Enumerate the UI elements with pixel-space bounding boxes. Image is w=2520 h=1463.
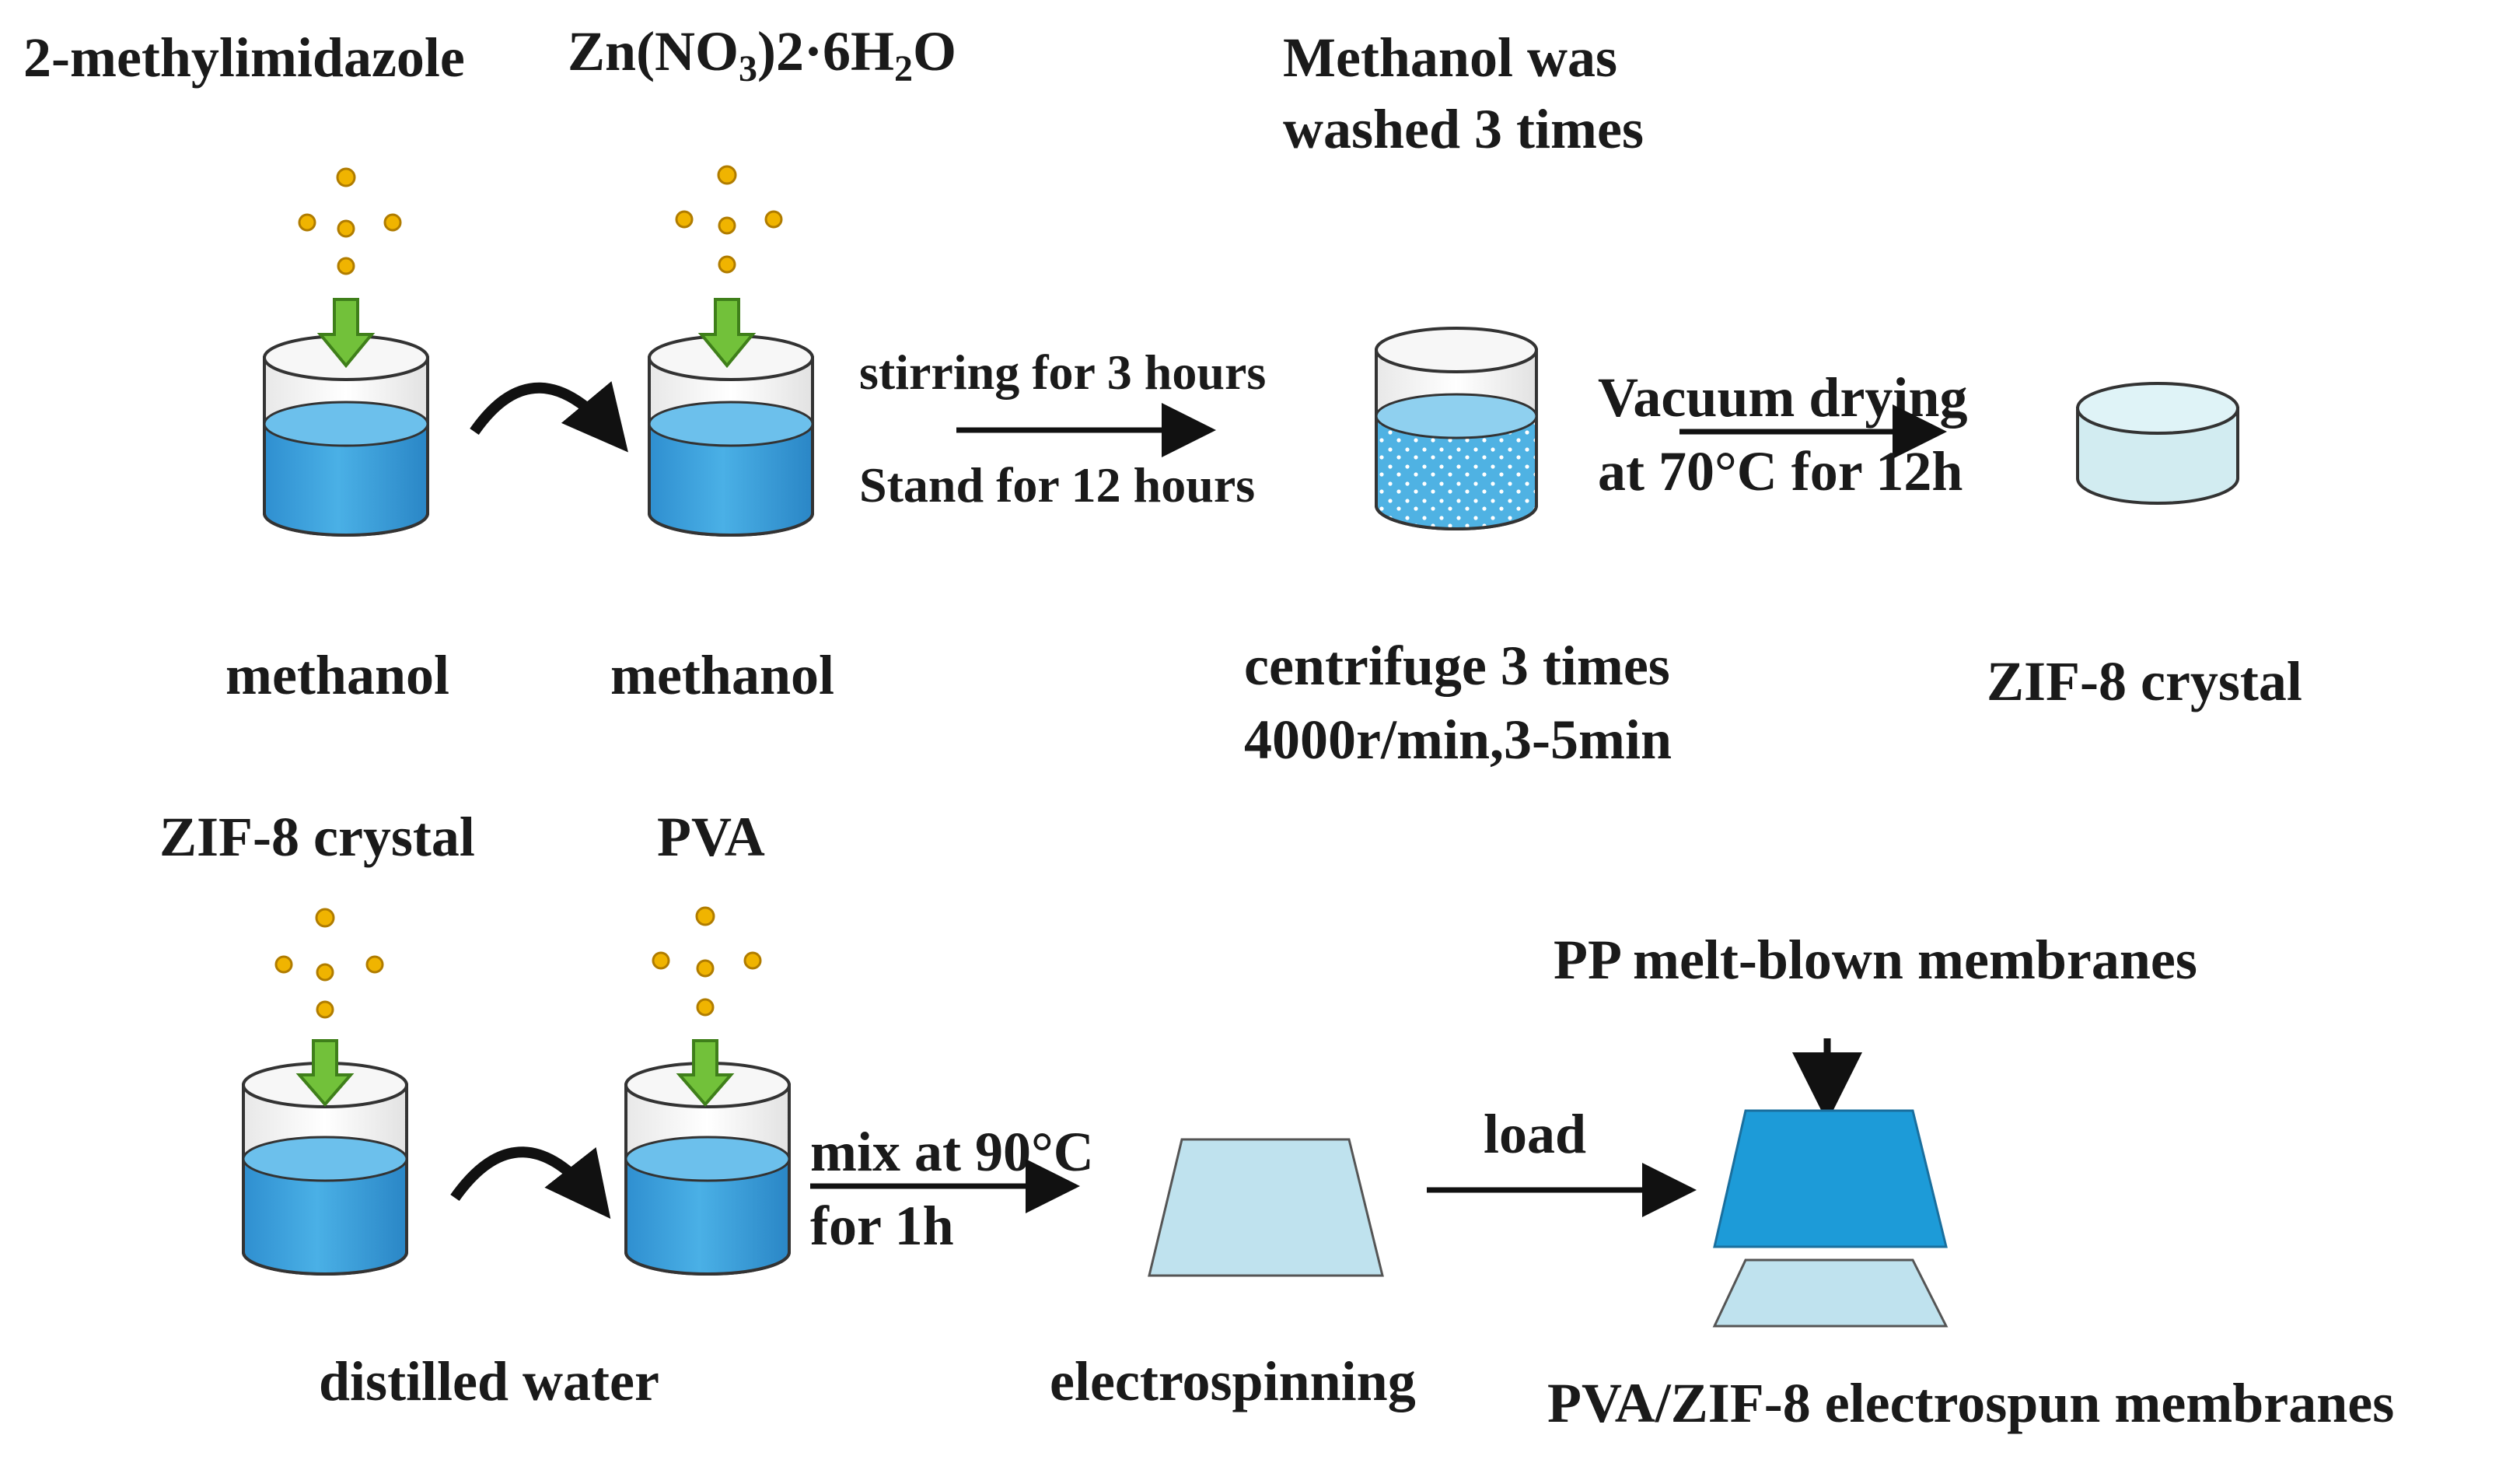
curved-arrow-icon bbox=[450, 1146, 611, 1220]
curved-arrow-icon bbox=[470, 381, 628, 453]
centrifuge-label-line2: 4000r/min,3-5min bbox=[1244, 709, 1672, 771]
product-label-zif8: ZIF-8 crystal bbox=[1987, 650, 2302, 712]
step-label-mix: mix at 90°C bbox=[810, 1121, 1094, 1183]
beaker-icon bbox=[263, 334, 429, 537]
crystal-dish-icon bbox=[2076, 382, 2239, 505]
step-label-load: load bbox=[1484, 1103, 1586, 1165]
beaker-icon bbox=[1375, 327, 1538, 530]
beaker-icon bbox=[648, 334, 814, 537]
step-label-duration: for 1h bbox=[810, 1195, 954, 1257]
pva-zif8-layer-icon bbox=[1712, 1258, 1949, 1328]
result-label-composite-membrane: PVA/ZIF-8 electrospun membranes bbox=[1547, 1372, 2394, 1434]
down-arrow-icon bbox=[697, 298, 757, 369]
particle-icon bbox=[675, 165, 783, 274]
solvent-label-methanol-1: methanol bbox=[225, 644, 449, 706]
step-label-stand: Stand for 12 hours bbox=[859, 457, 1255, 513]
reagent-label-zinc-nitrate: Zn(NO3)2·6H2O bbox=[568, 20, 956, 89]
reagent-label-2-methylimidazole: 2-methylimidazole bbox=[23, 26, 465, 89]
beaker-icon bbox=[624, 1062, 791, 1276]
particle-icon bbox=[652, 906, 762, 1017]
solvent-label-methanol-2: methanol bbox=[610, 644, 834, 706]
reagent-label-zif8: ZIF-8 crystal bbox=[159, 806, 475, 868]
wash-label-line1: Methanol was bbox=[1283, 26, 1617, 89]
down-arrow-icon bbox=[316, 298, 376, 369]
reagent-label-pva: PVA bbox=[657, 806, 765, 868]
down-arrow-icon bbox=[295, 1039, 355, 1108]
wash-label-line2: washed 3 times bbox=[1283, 98, 1644, 160]
pp-membrane-label: PP melt-blown membranes bbox=[1554, 929, 2197, 991]
down-arrow-icon bbox=[676, 1039, 735, 1108]
drying-label-line1: Vacuum drying bbox=[1598, 366, 1967, 429]
pp-membrane-icon bbox=[1713, 1109, 1948, 1248]
solvent-label-distilled-water: distilled water bbox=[319, 1350, 659, 1412]
process-label-electrospinning: electrospinning bbox=[1050, 1350, 1416, 1412]
step-label-stirring: stirring for 3 hours bbox=[859, 345, 1266, 400]
drying-label-line2: at 70°C for 12h bbox=[1598, 440, 1963, 502]
particle-icon bbox=[274, 908, 384, 1019]
particle-icon bbox=[298, 167, 402, 275]
electrospun-membrane-icon bbox=[1148, 1138, 1384, 1277]
centrifuge-label-line1: centrifuge 3 times bbox=[1244, 635, 1670, 697]
